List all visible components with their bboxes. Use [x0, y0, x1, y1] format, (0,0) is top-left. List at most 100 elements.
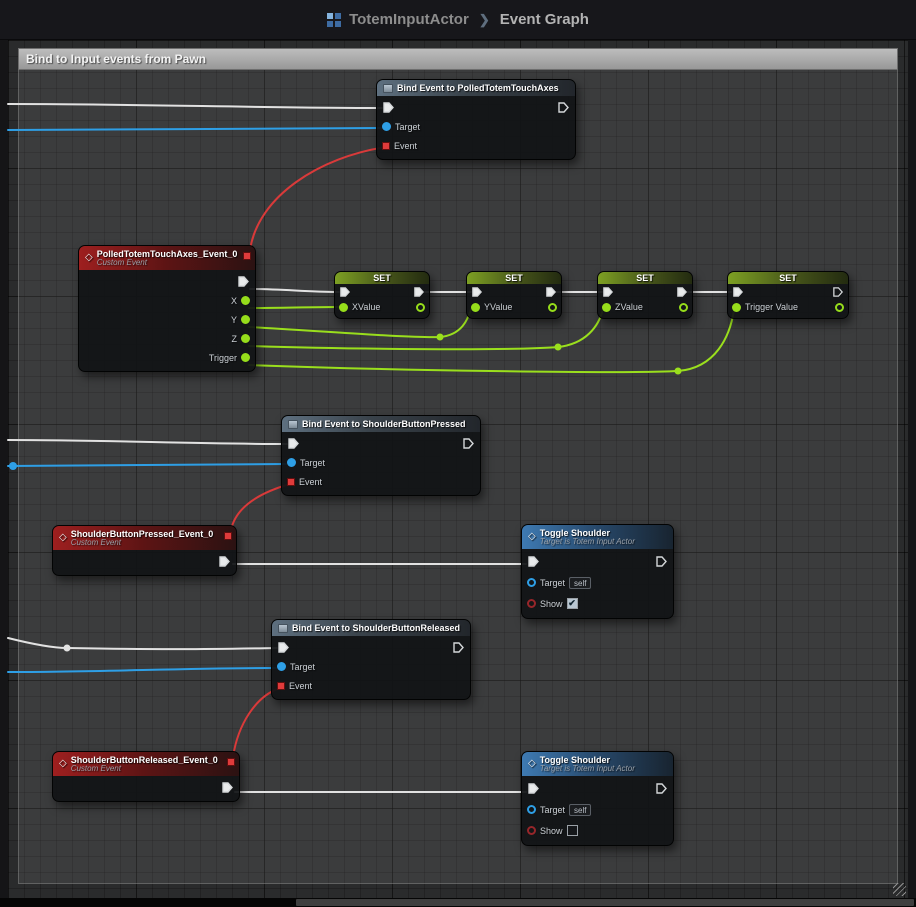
event-delegate-pin[interactable]	[277, 681, 285, 690]
show-checkbox[interactable]	[566, 598, 578, 609]
exec-out-pin[interactable]	[655, 782, 668, 795]
exec-in-pin[interactable]	[287, 437, 300, 450]
exec-out-pin[interactable]	[237, 275, 250, 288]
exec-out-pin[interactable]	[655, 555, 668, 568]
node-header: SET	[598, 272, 692, 284]
node-bind-event-shoulderbuttonpressed[interactable]: Bind Event to ShoulderButtonPressed Targ…	[281, 415, 481, 496]
target-pin[interactable]	[527, 805, 536, 814]
value-in-pin[interactable]	[602, 302, 611, 312]
value-out-pin[interactable]	[548, 302, 557, 312]
pin-label-target: Target	[290, 661, 316, 672]
value-in-pin[interactable]	[471, 302, 480, 312]
node-title: Bind Event to ShoulderButtonReleased	[292, 623, 461, 633]
pin-label-event: Event	[299, 476, 323, 487]
value-in-pin[interactable]	[732, 302, 741, 312]
resize-grip[interactable]	[893, 883, 906, 896]
show-pin[interactable]	[527, 826, 536, 835]
pin-label-event: Event	[394, 140, 418, 151]
exec-out-pin[interactable]	[832, 286, 844, 298]
value-out-pin[interactable]	[679, 302, 688, 312]
node-set-zvalue[interactable]: SET ZValue	[597, 271, 693, 319]
pin-label-target: Target	[300, 457, 326, 468]
breadcrumb-actor[interactable]: TotemInputActor	[349, 11, 469, 28]
bind-event-icon	[278, 623, 288, 633]
exec-out-pin[interactable]	[557, 101, 570, 114]
delegate-out-pin[interactable]	[243, 252, 251, 260]
node-title: ShoulderButtonReleased_Event_0	[70, 755, 218, 765]
node-title: ShoulderButtonPressed_Event_0	[70, 529, 214, 539]
chevron-right-icon: ❯	[478, 11, 490, 27]
exec-out-pin[interactable]	[413, 286, 425, 298]
exec-in-pin[interactable]	[382, 101, 395, 114]
custom-event-icon: ◇	[59, 532, 67, 543]
exec-out-pin[interactable]	[545, 286, 557, 298]
target-pin[interactable]	[277, 662, 286, 671]
pin-label-show: Show	[540, 598, 563, 609]
node-bind-event-shoulderbuttonreleased[interactable]: Bind Event to ShoulderButtonReleased Tar…	[271, 619, 471, 700]
pin-label: XValue	[352, 302, 381, 312]
target-pin[interactable]	[382, 122, 391, 131]
node-set-yvalue[interactable]: SET YValue	[466, 271, 562, 319]
pin-label-target: Target	[540, 577, 566, 588]
node-header: Bind Event to PolledTotemTouchAxes	[377, 80, 575, 96]
trigger-out-pin[interactable]	[241, 353, 250, 362]
x-out-pin[interactable]	[241, 296, 250, 305]
target-pin[interactable]	[527, 578, 536, 587]
value-out-pin[interactable]	[416, 302, 425, 312]
node-subtitle: Custom Event	[70, 764, 121, 773]
pin-label: Trigger Value	[745, 302, 799, 312]
exec-in-pin[interactable]	[732, 286, 744, 298]
node-shoulderbuttonreleased-event[interactable]: ◇ ShoulderButtonReleased_Event_0 Custom …	[52, 751, 240, 802]
exec-in-pin[interactable]	[527, 782, 540, 795]
exec-in-pin[interactable]	[339, 286, 351, 298]
delegate-out-pin[interactable]	[227, 758, 235, 766]
exec-in-pin[interactable]	[527, 555, 540, 568]
value-out-pin[interactable]	[835, 302, 844, 312]
node-subtitle: Custom Event	[96, 258, 147, 267]
exec-out-pin[interactable]	[221, 781, 234, 794]
breadcrumb-graph[interactable]: Event Graph	[499, 11, 589, 28]
z-out-pin[interactable]	[241, 334, 250, 343]
function-icon: ◇	[528, 758, 536, 769]
show-pin[interactable]	[527, 599, 536, 608]
node-shoulderbuttonpressed-event[interactable]: ◇ ShoulderButtonPressed_Event_0 Custom E…	[52, 525, 237, 576]
node-bind-event-polledtotemtouchaxes[interactable]: Bind Event to PolledTotemTouchAxes Targe…	[376, 79, 576, 160]
comment-title: Bind to Input events from Pawn	[26, 52, 207, 66]
delegate-out-pin[interactable]	[224, 532, 232, 540]
horizontal-scrollbar-thumb[interactable]	[296, 899, 914, 906]
pin-label-z: Z	[231, 333, 238, 344]
bind-event-icon	[383, 83, 393, 93]
node-toggle-shoulder-hide[interactable]: ◇ Toggle Shoulder Target is Totem Input …	[521, 751, 674, 846]
node-title: Bind Event to ShoulderButtonPressed	[302, 419, 466, 429]
event-delegate-pin[interactable]	[287, 477, 295, 486]
show-checkbox[interactable]	[566, 825, 578, 836]
exec-out-pin[interactable]	[676, 286, 688, 298]
comment-header[interactable]: Bind to Input events from Pawn	[18, 48, 898, 70]
node-header: Bind Event to ShoulderButtonPressed	[282, 416, 480, 432]
node-title: SET	[505, 273, 523, 283]
target-self-value[interactable]: self	[569, 576, 592, 589]
exec-out-pin[interactable]	[218, 555, 231, 568]
exec-in-pin[interactable]	[602, 286, 614, 298]
pin-label-target: Target	[395, 121, 421, 132]
pin-label: YValue	[484, 302, 513, 312]
event-delegate-pin[interactable]	[382, 141, 390, 150]
horizontal-scrollbar	[0, 898, 916, 907]
node-header: SET	[335, 272, 429, 284]
node-polledtotemtouchaxes-event[interactable]: ◇ PolledTotemTouchAxes_Event_0 Custom Ev…	[78, 245, 256, 372]
node-set-xvalue[interactable]: SET XValue	[334, 271, 430, 319]
node-toggle-shoulder-show[interactable]: ◇ Toggle Shoulder Target is Totem Input …	[521, 524, 674, 619]
y-out-pin[interactable]	[241, 315, 250, 324]
pin-label-trigger: Trigger	[208, 352, 237, 363]
node-header: ◇ PolledTotemTouchAxes_Event_0 Custom Ev…	[79, 246, 255, 270]
value-in-pin[interactable]	[339, 302, 348, 312]
bind-event-icon	[288, 419, 298, 429]
target-pin[interactable]	[287, 458, 296, 467]
target-self-value[interactable]: self	[569, 803, 592, 816]
exec-in-pin[interactable]	[277, 641, 290, 654]
exec-out-pin[interactable]	[462, 437, 475, 450]
pin-label-target: Target	[540, 804, 566, 815]
node-set-trigger-value[interactable]: SET Trigger Value	[727, 271, 849, 319]
exec-out-pin[interactable]	[452, 641, 465, 654]
exec-in-pin[interactable]	[471, 286, 483, 298]
